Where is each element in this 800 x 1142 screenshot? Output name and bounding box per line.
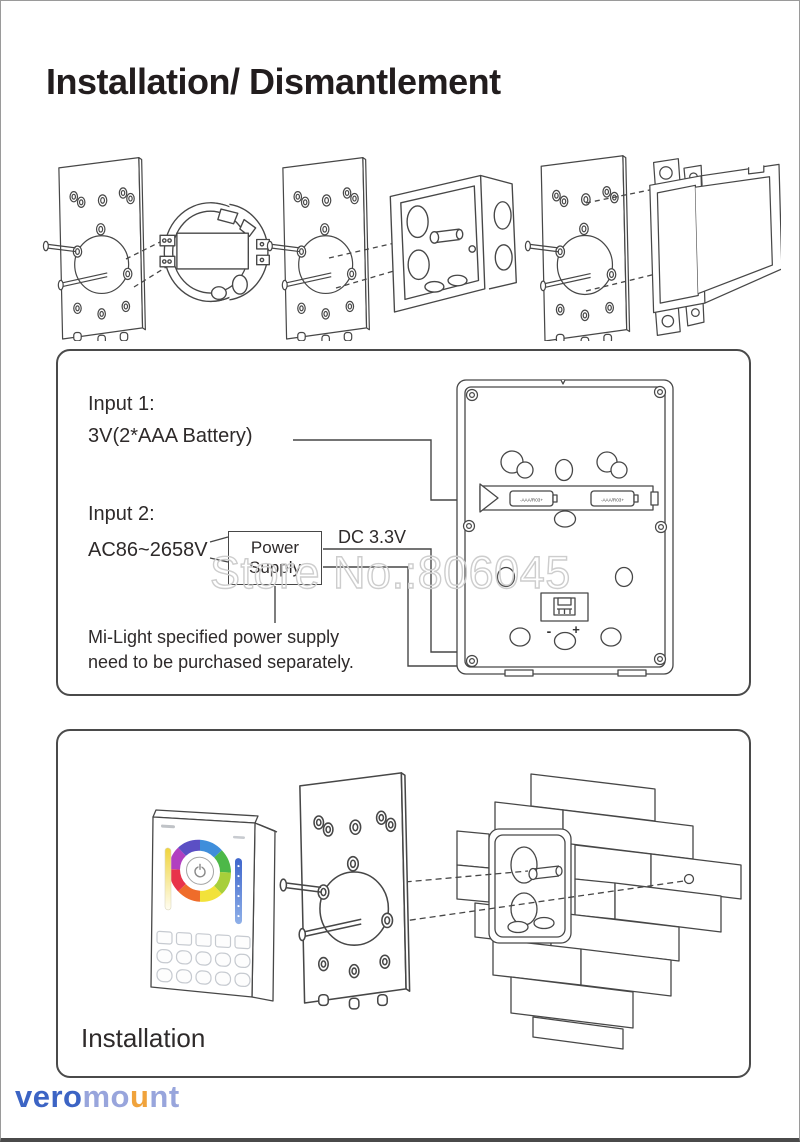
diagram-gang-box — [524, 155, 781, 341]
terminal-minus-label: - — [547, 623, 552, 639]
round-wall-box — [159, 202, 270, 303]
page-title: Installation/ Dismantlement — [46, 61, 501, 102]
gang-wall-box — [649, 158, 781, 337]
power-wiring-art: -AAA/R03+ -AAA/R03+ - + — [209, 379, 674, 677]
battery-slot-label: -AAA/R03+ — [601, 497, 624, 502]
keyhole-slots — [500, 450, 628, 482]
logo-part-u: u — [129, 1079, 150, 1114]
brick-wall — [456, 773, 742, 1050]
installation-art — [150, 772, 742, 1050]
veromount-logo: veromount — [15, 1079, 180, 1115]
input1-label: Input 1: — [88, 393, 155, 415]
dc-terminal-block: - + — [540, 592, 589, 639]
battery-compartment: -AAA/R03+ -AAA/R03+ — [479, 483, 659, 513]
note-line1: Mi-Light specified power supply — [88, 627, 340, 647]
logo-part-vero: vero — [15, 1079, 83, 1114]
power-icon — [194, 863, 206, 878]
panel-back-illustration: -AAA/R03+ -AAA/R03+ - + — [456, 379, 674, 677]
battery-slot-label: -AAA/R03+ — [520, 497, 543, 502]
color-temp-slider — [164, 847, 172, 911]
power-supply-box: Power Supply — [228, 531, 322, 585]
input2-value: AC86~2658V — [88, 539, 208, 561]
installation-panel: Installation — [56, 729, 751, 1078]
dc-output-label: DC 3.3V — [338, 527, 407, 547]
panel-brand-mark — [233, 835, 245, 839]
recessed-wall-box — [488, 828, 695, 944]
installation-caption: Installation — [81, 1023, 206, 1053]
logo-part-mo: mo — [82, 1079, 130, 1114]
input2-label: Input 2: — [88, 503, 155, 525]
panel-brand-mark — [161, 824, 175, 829]
diagram-round-box — [42, 157, 270, 341]
logo-part-nt: nt — [149, 1079, 180, 1114]
color-wheel — [169, 839, 231, 902]
mounting-stub — [429, 228, 464, 244]
power-supply-line2: Supply — [249, 558, 301, 577]
touch-button-grid — [156, 930, 251, 988]
power-input-panel: -AAA/R03+ -AAA/R03+ - + — [56, 349, 751, 696]
note-line2: need to be purchased separately. — [88, 652, 354, 672]
mounting-stub — [528, 865, 563, 881]
input1-value: 3V(2*AAA Battery) — [88, 425, 253, 447]
screw-holes — [462, 385, 668, 668]
diagram-square-box — [266, 157, 517, 341]
terminal-plus-label: + — [572, 622, 580, 637]
power-supply-line1: Power — [250, 538, 300, 558]
square-wall-box — [389, 174, 517, 313]
touch-panel-illustration — [150, 809, 278, 1002]
brightness-slider — [235, 858, 242, 925]
dismantlement-diagrams — [42, 155, 781, 341]
